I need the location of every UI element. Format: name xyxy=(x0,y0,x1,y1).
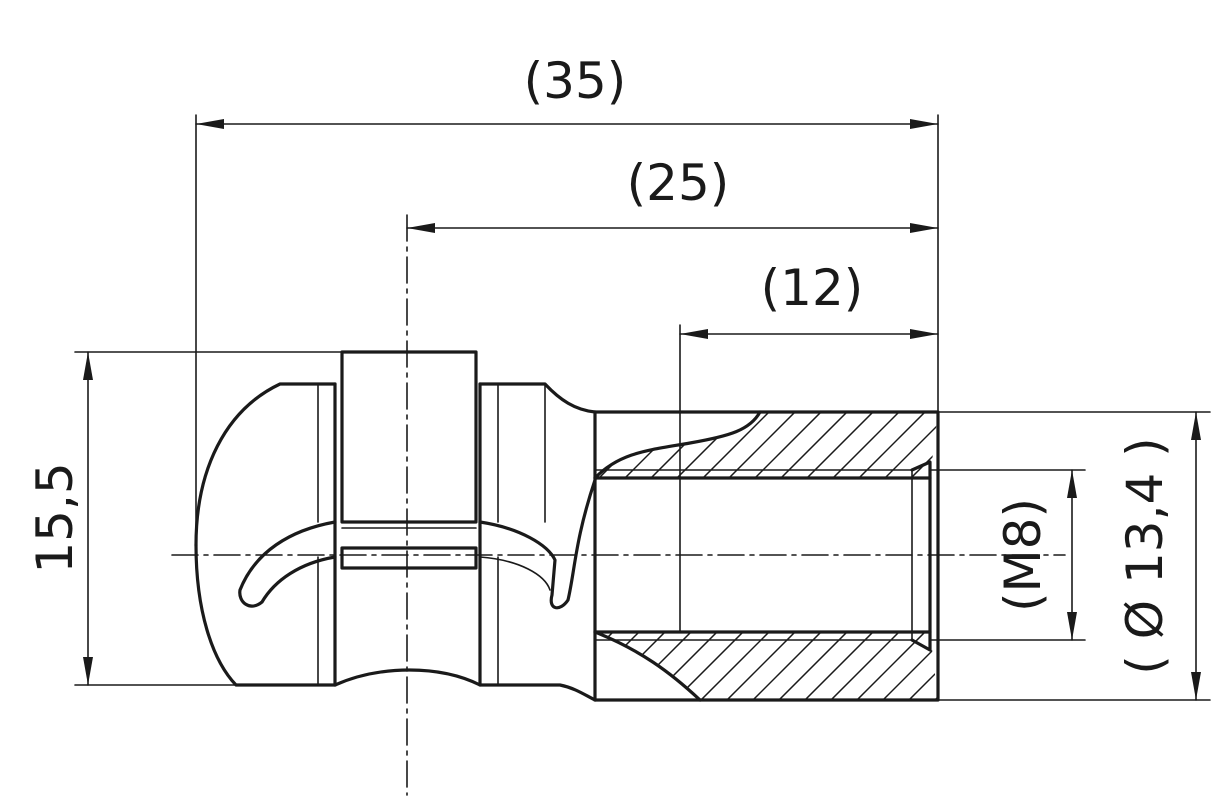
arrow-25-left xyxy=(407,223,435,233)
hatch-line xyxy=(747,632,829,700)
neck-inner-curve-2 xyxy=(479,556,551,591)
hatch-line xyxy=(643,412,725,478)
hatch-line xyxy=(669,632,751,700)
label-13-4: ( Ø 13,4 ) xyxy=(1116,437,1174,674)
hatch-line xyxy=(929,412,938,478)
hatch-line xyxy=(721,412,803,478)
arrow-m8-top xyxy=(1067,470,1077,498)
label-25: (25) xyxy=(627,154,730,212)
arrow-12-right xyxy=(910,329,938,339)
dimension-lines xyxy=(83,119,1201,701)
hatch-line xyxy=(877,412,938,478)
shank-outline xyxy=(593,410,940,702)
hatch-line xyxy=(695,632,777,700)
hatch-line xyxy=(903,632,938,700)
hatch-top xyxy=(595,405,1062,485)
bore-chamfer xyxy=(910,460,932,652)
neck-inner-curve xyxy=(478,478,597,610)
arrow-15-5-bottom xyxy=(83,657,93,685)
arrow-12-left xyxy=(680,329,708,339)
hatch-line xyxy=(825,412,907,478)
hatch-line xyxy=(982,625,1062,705)
hatch-line xyxy=(877,632,938,700)
hatch-line xyxy=(799,632,881,700)
hatch-line xyxy=(851,632,933,700)
socket-opening-bottom xyxy=(593,630,702,702)
arrow-25-right xyxy=(910,223,938,233)
hatch-line xyxy=(595,412,621,478)
hatch-line xyxy=(773,632,855,700)
hatch-line xyxy=(799,412,881,478)
dimension-labels: (35) (25) (12) 15,5 (M8) ( Ø 13,4 ) xyxy=(26,52,1174,675)
hatch-line xyxy=(825,632,907,700)
ball-stud-top xyxy=(340,350,478,524)
head-lower-edge xyxy=(333,668,597,702)
label-m8: (M8) xyxy=(994,498,1052,612)
clip-arc xyxy=(238,520,337,608)
hatch-line xyxy=(851,412,933,478)
hatch-line xyxy=(956,625,1036,705)
hatch-line xyxy=(595,412,647,478)
head-upper-cap xyxy=(194,382,337,547)
hatch-line xyxy=(721,632,803,700)
hatch-line xyxy=(595,412,673,478)
arrow-m8-bottom xyxy=(1067,612,1077,640)
hatch-line xyxy=(617,632,699,700)
arrow-13-4-bottom xyxy=(1191,672,1201,700)
arrow-35-right xyxy=(910,119,938,129)
socket-opening-top xyxy=(593,410,762,480)
arrow-35-left xyxy=(196,119,224,129)
label-12: (12) xyxy=(761,259,864,317)
hatch-line xyxy=(773,412,855,478)
arrow-13-4-top xyxy=(1191,412,1201,440)
hatch-line xyxy=(903,412,938,478)
label-15-5: 15,5 xyxy=(26,462,84,573)
hatch-line xyxy=(956,405,1036,485)
hatch-line xyxy=(747,412,829,478)
hatch-line xyxy=(929,632,938,700)
head-lower-cap xyxy=(194,543,337,687)
center-lines xyxy=(171,214,1066,796)
socket-head xyxy=(194,350,597,702)
hatch-bottom xyxy=(595,625,1062,705)
label-35: (35) xyxy=(524,52,627,110)
hatch-line xyxy=(695,412,777,478)
ball-stud-neck xyxy=(340,546,478,570)
extension-lines xyxy=(74,114,1211,701)
hatch-line xyxy=(982,405,1062,485)
arrow-15-5-top xyxy=(83,352,93,380)
